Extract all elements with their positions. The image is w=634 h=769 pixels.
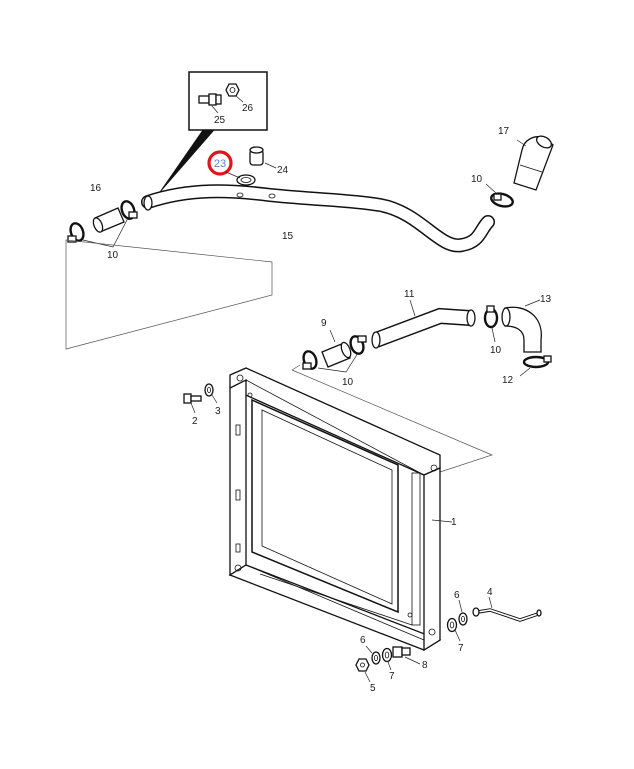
label-26: 26 bbox=[242, 103, 254, 114]
label-15: 15 bbox=[282, 231, 294, 242]
hose-16 bbox=[92, 207, 125, 233]
reference-outline-lower bbox=[291, 369, 493, 474]
clip-23 bbox=[236, 174, 256, 186]
label-6-bottom: 6 bbox=[360, 635, 366, 646]
label-4: 4 bbox=[487, 587, 493, 598]
drain-pipe-4 bbox=[472, 596, 542, 622]
pipe-11 bbox=[371, 299, 476, 349]
label-6-right: 6 bbox=[454, 590, 460, 601]
pipe-15 bbox=[141, 184, 495, 253]
label-17: 17 bbox=[498, 126, 510, 137]
clamp-10-right bbox=[120, 200, 138, 220]
label-7-right: 7 bbox=[458, 643, 464, 654]
hose-17 bbox=[513, 135, 554, 191]
label-1: 1 bbox=[451, 517, 457, 528]
washer-7-bottom bbox=[381, 647, 393, 671]
bolt-25 bbox=[198, 93, 222, 106]
label-5: 5 bbox=[370, 683, 376, 694]
inset-detail-box bbox=[159, 71, 268, 193]
label-10-lower-left: 10 bbox=[342, 377, 354, 388]
clamp-10-left bbox=[67, 222, 85, 243]
label-25: 25 bbox=[214, 115, 226, 126]
label-3: 3 bbox=[215, 406, 221, 417]
highlight-ring bbox=[207, 150, 233, 176]
nut-5 bbox=[355, 658, 371, 683]
label-10-upper-left: 10 bbox=[107, 250, 119, 261]
label-10-lower-right: 10 bbox=[490, 345, 502, 356]
clamp-10-top-right bbox=[490, 192, 514, 208]
label-7-bottom: 7 bbox=[389, 671, 395, 682]
elbow-hose-13 bbox=[501, 299, 542, 353]
fitting-8 bbox=[392, 646, 421, 665]
highlight-23[interactable]: 23 bbox=[207, 150, 241, 179]
label-23[interactable]: 23 bbox=[214, 158, 226, 170]
reference-outline-upper bbox=[65, 239, 273, 350]
hose-9 bbox=[321, 329, 352, 368]
clamp-10-lower-left bbox=[302, 350, 318, 370]
clamp-10-mid bbox=[483, 305, 499, 343]
label-8: 8 bbox=[422, 660, 428, 671]
bolt-2 bbox=[183, 393, 202, 414]
clamp-10-lower-right bbox=[349, 335, 367, 355]
washer-3 bbox=[204, 383, 218, 404]
label-10-upper-right: 10 bbox=[471, 174, 483, 185]
washer-6-bottom bbox=[365, 645, 381, 665]
label-13: 13 bbox=[540, 294, 552, 305]
clamp-12 bbox=[519, 355, 552, 377]
nut-26 bbox=[225, 83, 240, 97]
washer-6-right bbox=[458, 599, 468, 626]
label-12: 12 bbox=[502, 375, 514, 386]
washer-7-right bbox=[446, 617, 461, 642]
label-11: 11 bbox=[404, 289, 415, 300]
label-2: 2 bbox=[192, 416, 198, 427]
bleed-cap-24 bbox=[249, 146, 277, 169]
part-labels: 1 2 3 4 5 6 6 7 7 8 9 10 10 10 10 11 12 … bbox=[90, 103, 552, 694]
label-9: 9 bbox=[321, 318, 327, 329]
label-24: 24 bbox=[277, 165, 289, 176]
radiator-1 bbox=[228, 367, 453, 652]
label-16: 16 bbox=[90, 183, 102, 194]
